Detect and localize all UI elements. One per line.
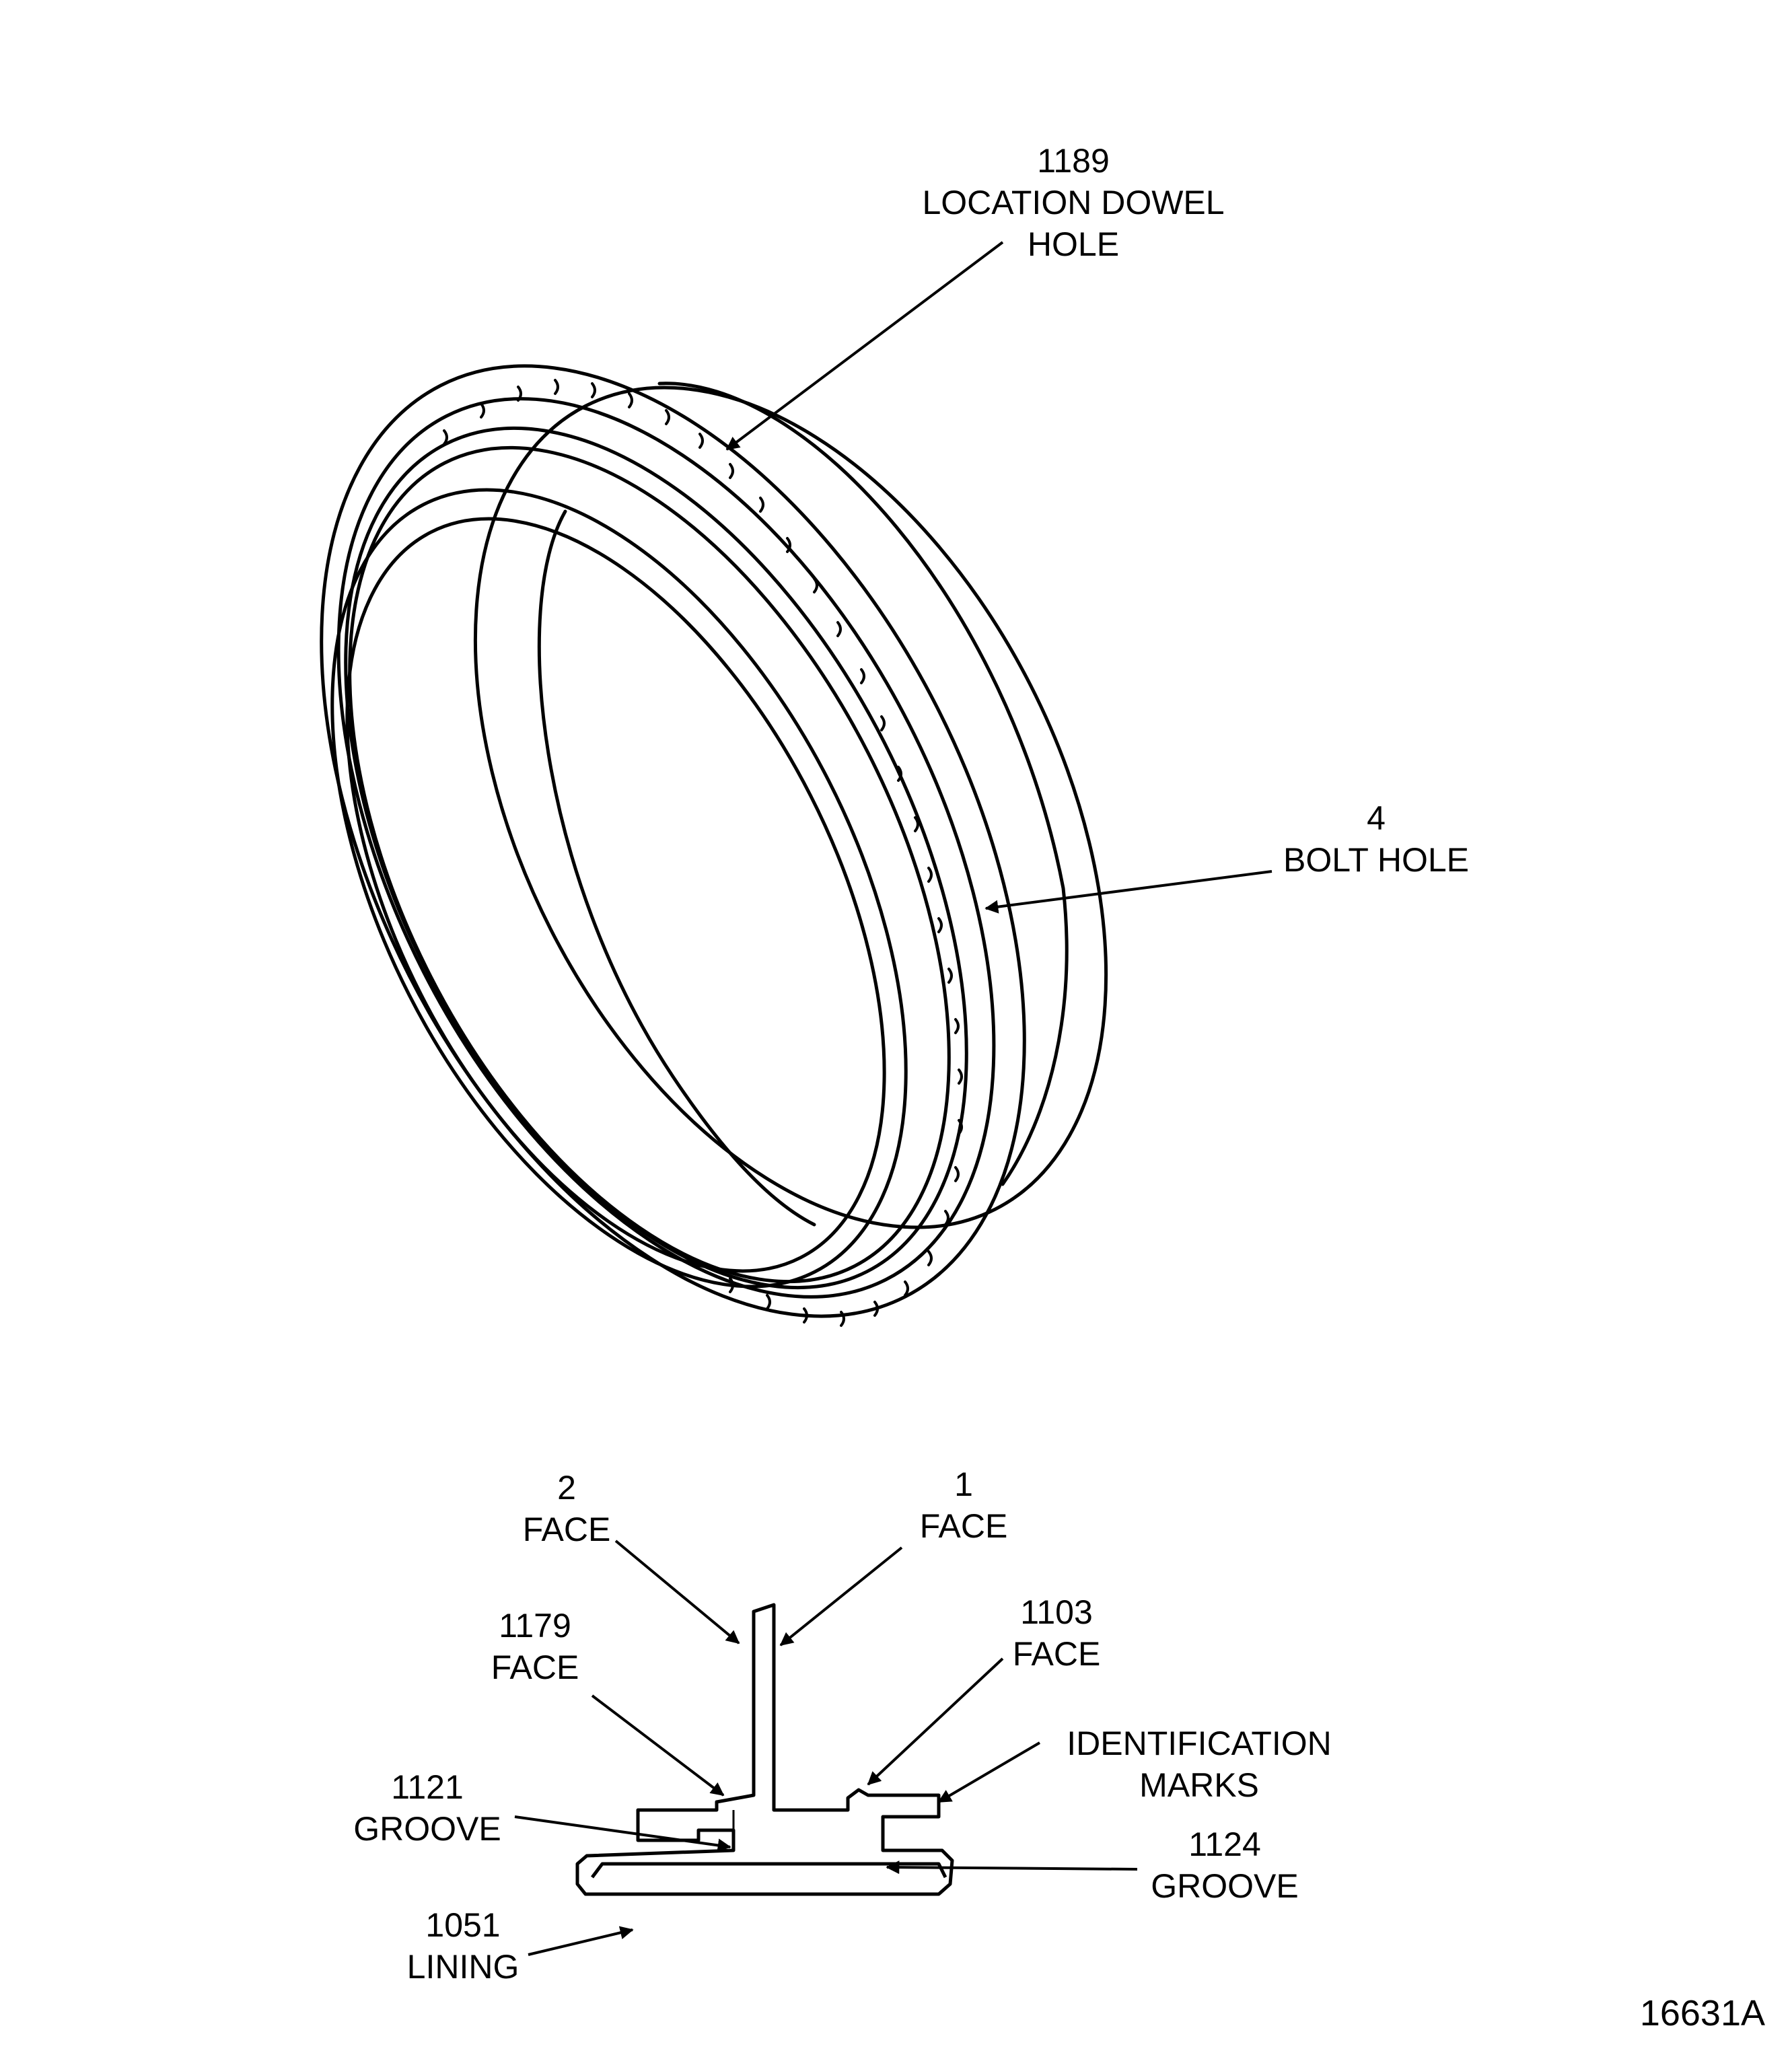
flange-outer-edge bbox=[320, 364, 1026, 1318]
callout-number: 1121 bbox=[391, 1768, 464, 1806]
ring-back-rim bbox=[473, 386, 1108, 1229]
bolt-hole bbox=[873, 1301, 879, 1317]
callout-text: GROOVE bbox=[353, 1810, 501, 1848]
seal-ring-illustration bbox=[320, 364, 1108, 1327]
callout-number: 1103 bbox=[1020, 1593, 1093, 1631]
callout-face-1103: 1103 FACE bbox=[1013, 1591, 1101, 1675]
leader-bolt-hole bbox=[984, 870, 1273, 914]
ring-front-outer bbox=[330, 488, 908, 1289]
callout-location-dowel-hole: 1189 LOCATION DOWEL HOLE bbox=[922, 140, 1224, 265]
bolt-hole bbox=[554, 379, 559, 395]
bolt-hole bbox=[517, 386, 522, 402]
bolt-hole bbox=[958, 1069, 963, 1085]
leader-face-1103 bbox=[867, 1657, 1004, 1786]
leader-face-2 bbox=[614, 1540, 740, 1644]
callout-face-1: 1 FACE bbox=[920, 1463, 1008, 1547]
section-profile bbox=[575, 1603, 954, 1896]
leader-groove-1121 bbox=[514, 1815, 731, 1852]
ring-leader-lines bbox=[725, 241, 1273, 914]
callout-text: FACE bbox=[919, 1507, 1008, 1545]
callout-text: HOLE bbox=[1027, 225, 1120, 263]
callout-text: IDENTIFICATION bbox=[1067, 1725, 1332, 1762]
bolt-hole bbox=[954, 1166, 960, 1182]
bolt-hole bbox=[954, 1018, 960, 1034]
bolt-hole bbox=[880, 715, 886, 731]
leader-groove-1124 bbox=[886, 1860, 1138, 1875]
bolt-hole bbox=[947, 968, 953, 984]
callout-number: 1189 bbox=[1037, 142, 1110, 180]
leader-face-1179 bbox=[591, 1694, 725, 1797]
leader-ident-marks bbox=[937, 1741, 1041, 1803]
bolt-hole bbox=[729, 463, 734, 479]
callout-face-2: 2 FACE bbox=[523, 1467, 611, 1550]
bolt-hole-pattern bbox=[443, 379, 963, 1327]
callout-bolt-hole: 4 BOLT HOLE bbox=[1283, 797, 1469, 881]
lining-chamfer-line bbox=[591, 1862, 947, 1879]
ring-bore-edge bbox=[537, 509, 816, 1227]
callout-text: FACE bbox=[491, 1649, 579, 1686]
callout-text: LINING bbox=[406, 1948, 519, 1986]
bolt-hole bbox=[766, 1294, 771, 1310]
callout-number: 2 bbox=[557, 1469, 576, 1507]
figure-id: 16631A bbox=[1639, 1993, 1765, 2033]
bolt-hole bbox=[836, 621, 842, 637]
callout-face-1179: 1179 FACE bbox=[491, 1605, 579, 1688]
bolt-hole bbox=[813, 577, 818, 593]
bolt-hole bbox=[944, 1210, 949, 1226]
bolt-hole bbox=[914, 816, 919, 832]
leader-lining bbox=[528, 1926, 634, 1956]
ring-front-inner bbox=[345, 517, 886, 1273]
callout-groove-1124: 1124 GROOVE bbox=[1151, 1823, 1298, 1907]
bolt-hole bbox=[591, 382, 596, 398]
callout-groove-1121: 1121 GROOVE bbox=[353, 1766, 501, 1850]
bolt-hole bbox=[860, 668, 865, 684]
bolt-hole bbox=[904, 1280, 909, 1297]
ring-back-sweep bbox=[657, 382, 1069, 1186]
bolt-hole bbox=[927, 1250, 933, 1266]
bolt-hole bbox=[665, 409, 670, 425]
callout-identification-marks: IDENTIFICATION MARKS bbox=[1067, 1723, 1332, 1806]
bolt-hole bbox=[927, 867, 933, 883]
bolt-hole bbox=[698, 433, 704, 449]
bolt-hole bbox=[958, 1119, 963, 1135]
callout-text: LOCATION DOWEL bbox=[922, 184, 1225, 221]
callout-text: FACE bbox=[1012, 1635, 1101, 1673]
bolt-hole bbox=[443, 429, 448, 445]
seal-cross-section bbox=[575, 1603, 954, 1896]
bolt-hole bbox=[759, 497, 764, 513]
bolt-hole bbox=[786, 537, 791, 553]
callout-number: 1124 bbox=[1188, 1825, 1261, 1863]
section-leader-lines bbox=[514, 1540, 1138, 1956]
bolt-hole bbox=[840, 1311, 845, 1327]
leader-face-1 bbox=[779, 1546, 903, 1647]
leader-dowel-hole bbox=[725, 241, 1004, 451]
callout-number: 1 bbox=[954, 1466, 973, 1503]
callout-text: BOLT HOLE bbox=[1283, 841, 1470, 879]
ring-groove-2 bbox=[348, 445, 951, 1284]
callout-text: MARKS bbox=[1139, 1766, 1259, 1804]
callout-number: 1179 bbox=[499, 1607, 571, 1644]
bolt-hole bbox=[937, 917, 943, 933]
bolt-hole bbox=[729, 1277, 734, 1293]
callout-text: FACE bbox=[522, 1511, 611, 1548]
bolt-hole bbox=[480, 402, 485, 419]
callout-number: 4 bbox=[1367, 799, 1386, 837]
flange-inner-edge bbox=[336, 397, 996, 1299]
bolt-hole bbox=[897, 766, 902, 782]
bolt-hole bbox=[803, 1307, 808, 1324]
bolt-hole bbox=[628, 392, 633, 408]
callout-text: GROOVE bbox=[1151, 1867, 1299, 1905]
callout-lining: 1051 LINING bbox=[407, 1904, 519, 1988]
callout-number: 1051 bbox=[425, 1906, 501, 1944]
